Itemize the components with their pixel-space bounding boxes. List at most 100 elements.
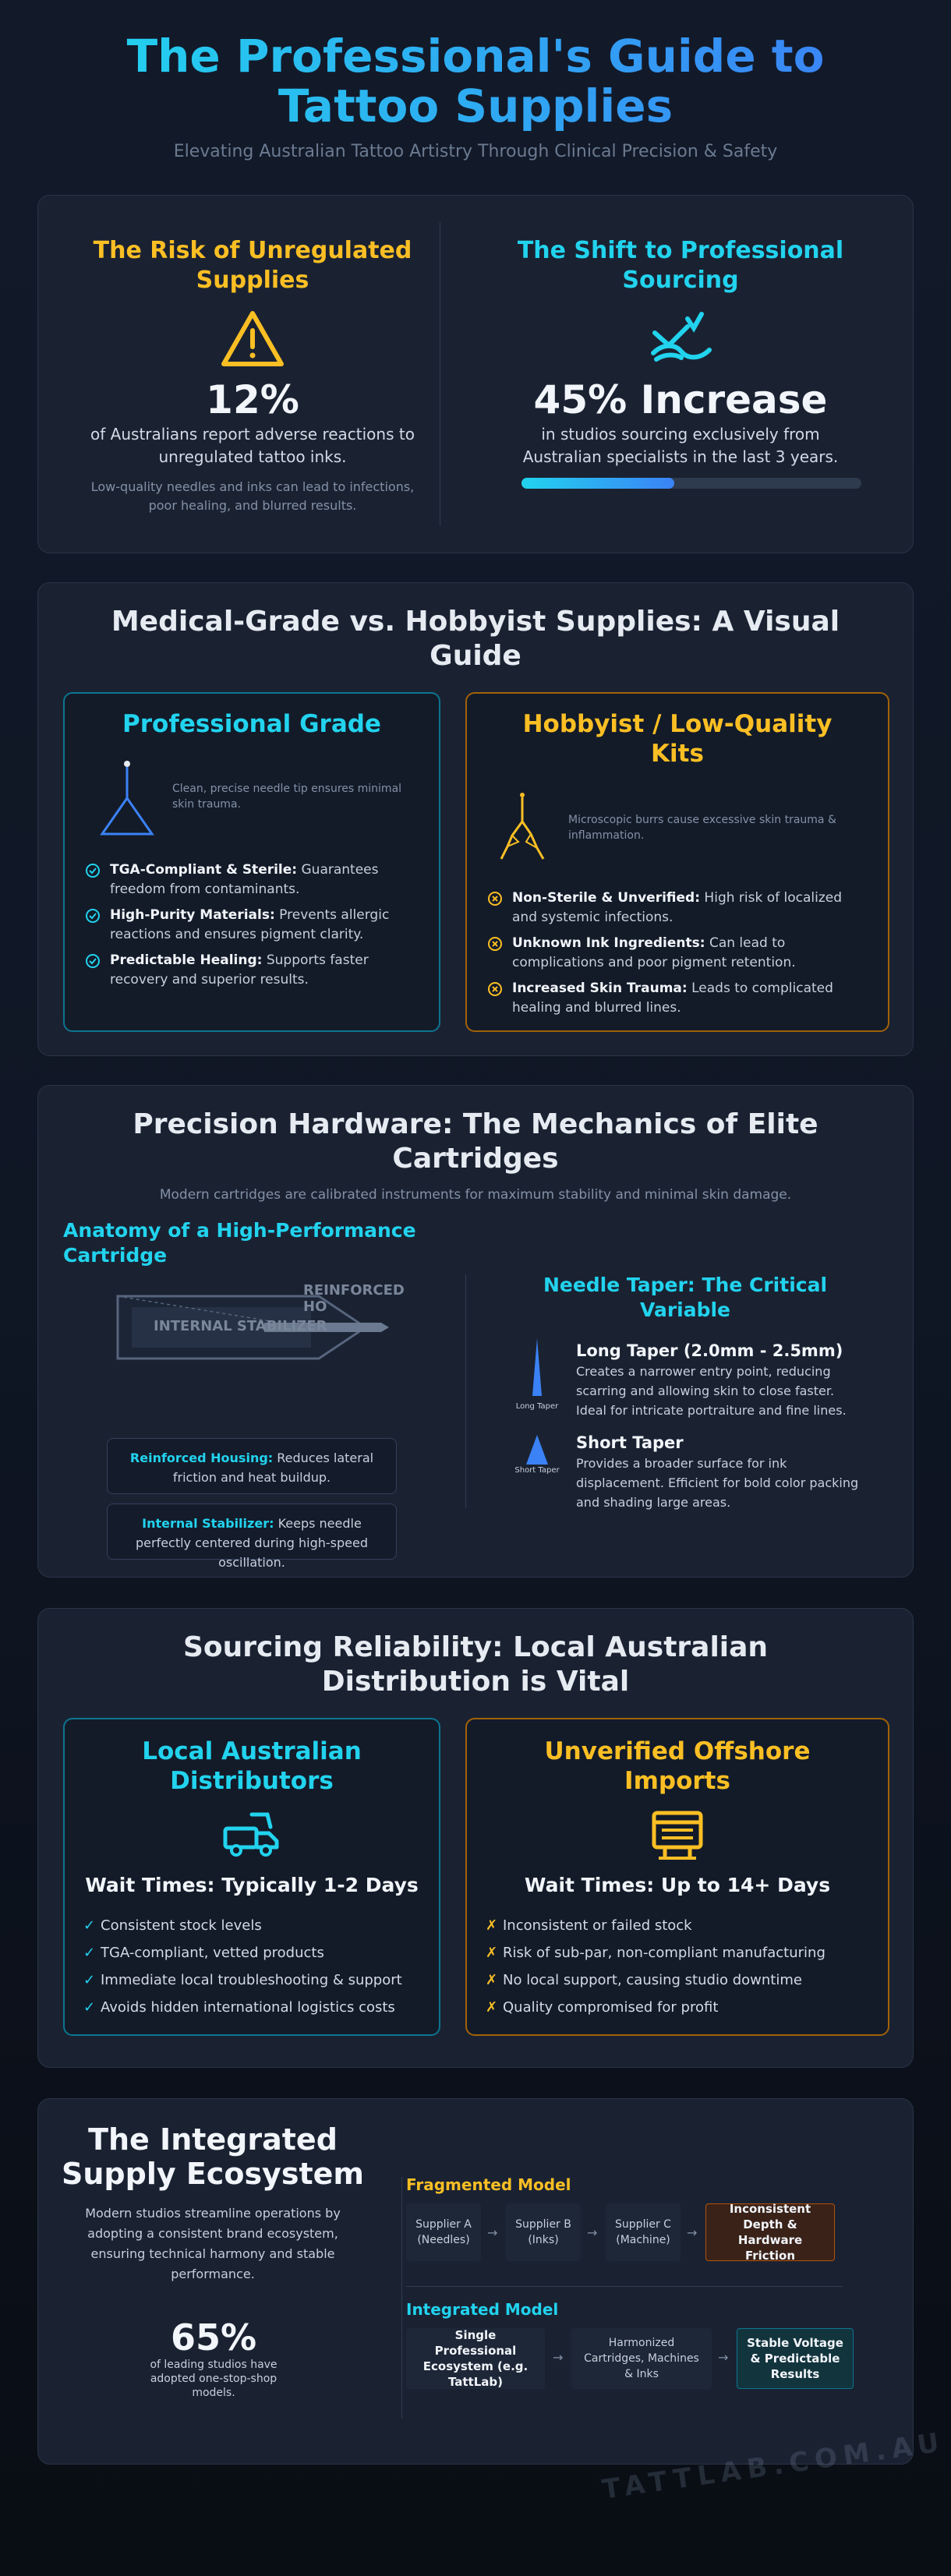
professional-title: Professional Grade <box>122 710 381 738</box>
shift-progress-fill <box>521 478 675 489</box>
flow-arrow: → <box>587 2225 598 2240</box>
page-header: The Professional's Guide to Tattoo Suppl… <box>0 31 951 161</box>
hobbyist-item: Increased Skin Trauma: Leads to complica… <box>487 979 869 1018</box>
burred-needle-icon <box>495 790 550 865</box>
shift-value: 45% Increase <box>533 377 828 422</box>
check-circle-icon <box>86 954 100 968</box>
long-taper-text: Creates a narrower entry point, reducing… <box>576 1364 847 1418</box>
professional-caption: Clean, precise needle tip ensures minima… <box>172 783 402 811</box>
professional-item: TGA-Compliant & Sterile: Guarantees free… <box>85 860 420 899</box>
local-wait-time: Wait Times: Typically 1-2 Days <box>85 1874 419 1896</box>
offshore-imports-panel: Unverified Offshore Imports Wait Times: … <box>465 1718 889 2036</box>
hobbyist-grade-panel: Hobbyist / Low-Quality Kits Microscopic … <box>465 692 889 1032</box>
risk-text: of Australians report adverse reactions … <box>90 425 415 466</box>
long-taper-title: Long Taper (2.0mm - 2.5mm) <box>576 1341 843 1360</box>
sourcing-card: Sourcing Reliability: Local Australian D… <box>37 1608 914 2068</box>
shift-stat: The Shift to Professional Sourcing 45% I… <box>478 196 883 553</box>
cartridge-diagram: REINFORCED HO INTERNAL STABILIZER <box>116 1282 428 1390</box>
risk-note: Low-quality needles and inks can lead to… <box>90 479 415 513</box>
flow-arrow: → <box>718 2350 729 2365</box>
long-taper-label: Long Taper <box>515 1402 559 1411</box>
stabilizer-diagram-label: INTERNAL STABILIZER <box>154 1318 327 1334</box>
housing-diagram-label: REINFORCED HO <box>303 1282 405 1315</box>
ecosystem-stat: 65% of leading studios have adopted one-… <box>101 2317 327 2400</box>
warning-triangle-icon <box>69 309 436 372</box>
ecosystem-divider <box>401 2177 402 2419</box>
ecosystem-card: The Integrated Supply Ecosystem Modern s… <box>37 2098 914 2465</box>
hobbyist-title: Hobbyist / Low-Quality Kits <box>522 710 833 768</box>
local-title: Local Australian Distributors <box>142 1737 362 1795</box>
flow-arrow: → <box>487 2225 498 2240</box>
local-benefit-item: ✓Immediate local troubleshooting & suppo… <box>83 1972 402 1988</box>
x-circle-icon <box>488 892 502 906</box>
model-divider <box>406 2286 843 2287</box>
short-taper-icon <box>506 1432 568 1471</box>
offshore-risk-item: ✗Quality compromised for profit <box>486 1999 719 2016</box>
fragmented-node: Supplier C (Machine) <box>606 2203 681 2261</box>
ecosystem-text: Modern studios streamline operations by … <box>85 2206 341 2281</box>
delivery-truck-icon <box>65 1810 439 1864</box>
hobbyist-caption: Microscopic burrs cause excessive skin t… <box>568 814 836 842</box>
short-taper-desc: Short Taper Provides a broader surface f… <box>576 1432 864 1512</box>
local-benefit-item: ✓TGA-compliant, vetted products <box>83 1945 324 1961</box>
hardware-card: Precision Hardware: The Mechanics of Eli… <box>37 1085 914 1578</box>
risk-heading: The Risk of Unregulated Supplies <box>93 237 412 294</box>
shift-heading: The Shift to Professional Sourcing <box>517 237 844 294</box>
fragmented-model-label: Fragmented Model <box>406 2175 571 2194</box>
fragmented-result: Inconsistent Depth & Hardware Friction <box>705 2202 835 2263</box>
integrated-node: Harmonized Cartridges, Machines & Inks <box>571 2328 712 2389</box>
local-distributors-panel: Local Australian Distributors Wait Times… <box>63 1718 440 2036</box>
fragmented-node: Supplier A (Needles) <box>406 2203 481 2261</box>
page-title: The Professional's Guide to Tattoo Suppl… <box>86 31 865 131</box>
short-taper-text: Provides a broader surface for ink displ… <box>576 1456 859 1510</box>
anatomy-heading: Anatomy of a High-Performance Cartridge <box>63 1219 416 1267</box>
ecosystem-stat-value: 65% <box>170 2316 257 2359</box>
short-taper-title: Short Taper <box>576 1433 684 1452</box>
taper-heading: Needle Taper: The Critical Variable <box>543 1274 828 1321</box>
ecosystem-stat-text: of leading studios have adopted one-stop… <box>150 2359 278 2399</box>
offshore-risk-item: ✗Risk of sub-par, non-compliant manufact… <box>486 1945 825 1961</box>
check-circle-icon <box>86 864 100 878</box>
integrated-node: Single Professional Ecosystem (e.g. Tatt… <box>406 2328 545 2389</box>
hobbyist-item: Unknown Ink Ingredients: Can lead to com… <box>487 934 869 973</box>
shipping-container-icon <box>467 1810 888 1864</box>
integrated-result: Stable Voltage & Predictable Results <box>737 2328 854 2389</box>
long-taper-desc: Long Taper (2.0mm - 2.5mm) Creates a nar… <box>576 1340 864 1420</box>
professional-grade-panel: Professional Grade Clean, precise needle… <box>63 692 440 1032</box>
fragmented-node: Supplier B (Inks) <box>506 2203 581 2261</box>
integrated-model-label: Integrated Model <box>406 2300 559 2319</box>
page-subtitle: Elevating Australian Tattoo Artistry Thr… <box>173 142 778 161</box>
short-taper-label: Short Taper <box>514 1466 560 1475</box>
risk-value: 12% <box>206 377 299 422</box>
offshore-title: Unverified Offshore Imports <box>544 1737 811 1795</box>
check-circle-icon <box>86 909 100 923</box>
hardware-subtitle: Modern cartridges are calibrated instrum… <box>159 1187 792 1203</box>
x-circle-icon <box>488 982 502 996</box>
local-benefit-item: ✓Avoids hidden international logistics c… <box>83 1999 395 2016</box>
shift-progress-bar <box>521 478 861 489</box>
clean-needle-icon <box>96 759 158 840</box>
hardware-title: Precision Hardware: The Mechanics of Eli… <box>133 1108 818 1175</box>
offshore-risk-item: ✗Inconsistent or failed stock <box>486 1917 692 1934</box>
hobbyist-item: Non-Sterile & Unverified: High risk of l… <box>487 889 869 928</box>
sourcing-title: Sourcing Reliability: Local Australian D… <box>182 1631 769 1698</box>
x-circle-icon <box>488 937 502 951</box>
shift-text: in studios sourcing exclusively from Aus… <box>522 425 839 466</box>
grades-card: Medical-Grade vs. Hobbyist Supplies: A V… <box>37 582 914 1056</box>
offshore-risk-item: ✗No local support, causing studio downti… <box>486 1972 802 1988</box>
professional-item: Predictable Healing: Supports faster rec… <box>85 951 420 990</box>
handshake-icon <box>478 309 883 372</box>
ecosystem-title: The Integrated Supply Ecosystem <box>62 2122 364 2191</box>
risk-stat: The Risk of Unregulated Supplies 12% of … <box>69 196 436 553</box>
stabilizer-info-box: Internal Stabilizer: Keeps needle perfec… <box>107 1504 397 1570</box>
long-taper-icon <box>506 1337 568 1407</box>
hardware-divider <box>465 1274 466 1508</box>
flow-arrow: → <box>687 2225 698 2240</box>
professional-item: High-Purity Materials: Prevents allergic… <box>85 906 420 945</box>
local-benefit-item: ✓Consistent stock levels <box>83 1917 262 1934</box>
flow-arrow: → <box>553 2350 564 2365</box>
stats-card: The Risk of Unregulated Supplies 12% of … <box>37 195 914 553</box>
offshore-wait-time: Wait Times: Up to 14+ Days <box>524 1874 831 1896</box>
ecosystem-intro: The Integrated Supply Ecosystem Modern s… <box>57 2122 369 2284</box>
